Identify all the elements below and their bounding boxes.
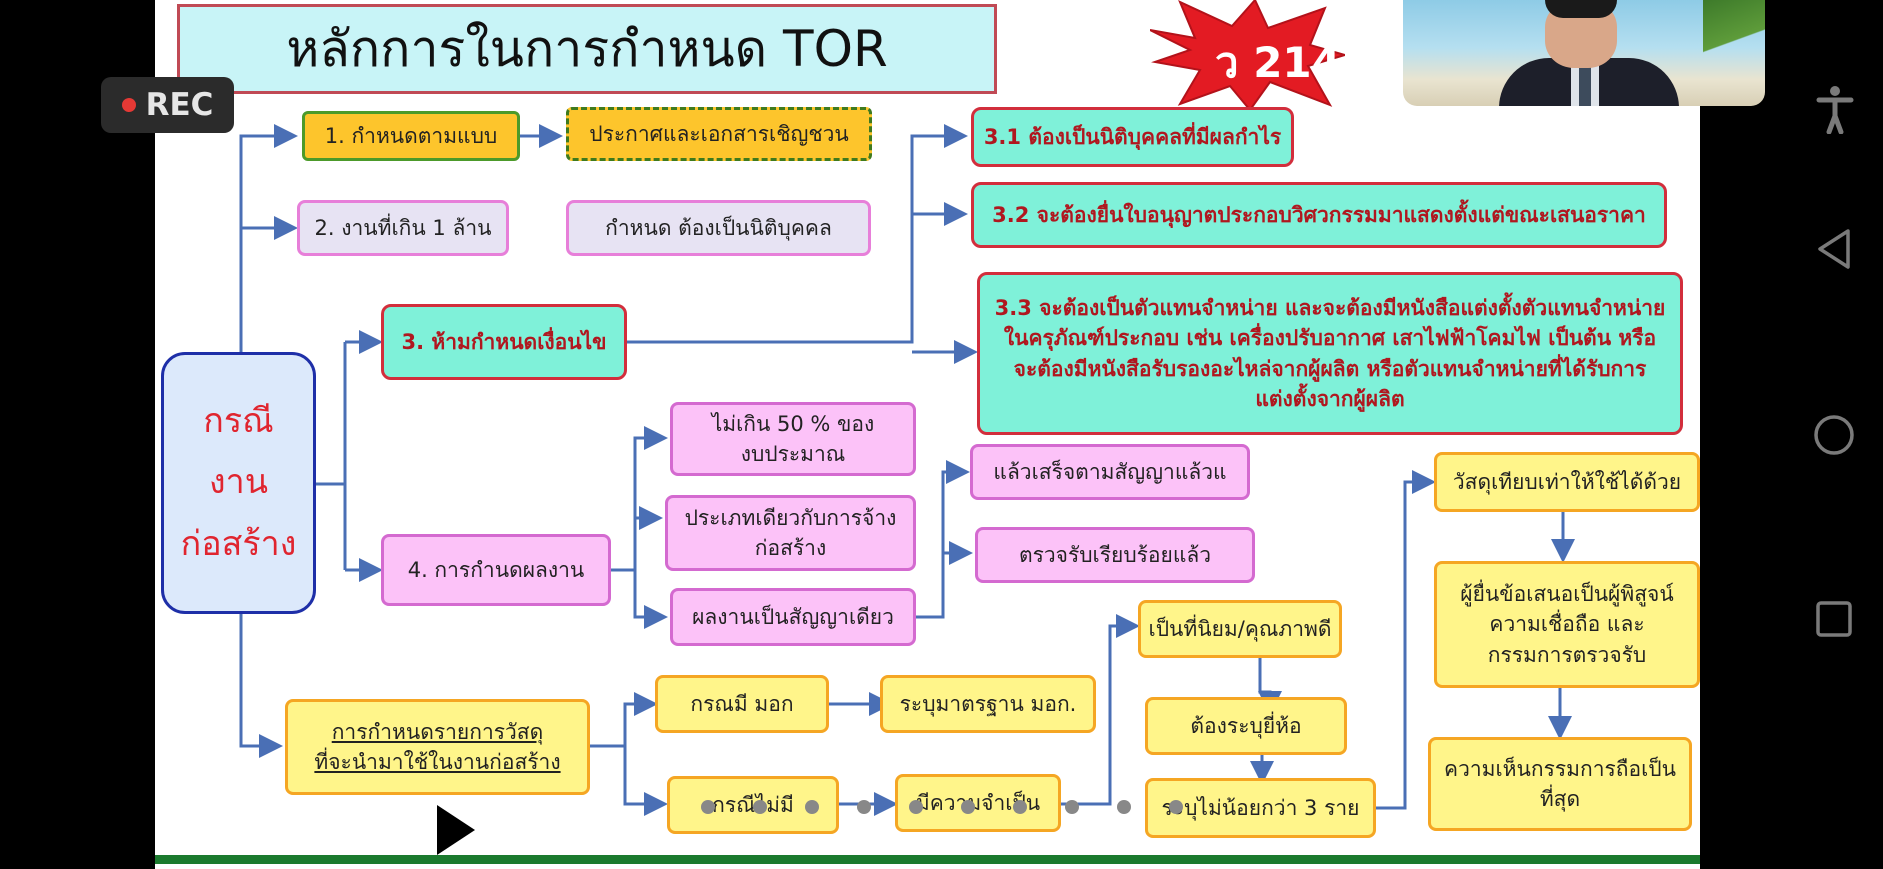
webcam-overlay [1403, 0, 1765, 106]
c33-line-3: จะต้องมีหนังสือรับรองอะไหล่จากผู้ผลิต หร… [1013, 356, 1647, 381]
juristic-person-box: กำหนด ต้องเป็นนิติบุคคล [566, 200, 871, 256]
c33-line-1: 3.3 จะต้องเป็นตัวแทนจำหน่าย และจะต้องมีห… [994, 295, 1666, 320]
condition-3-1-box: 3.1 ต้องเป็นนิติบุคคลที่มีผลกำไร [971, 107, 1294, 167]
pager-dot[interactable] [909, 800, 923, 814]
m-line-1: การกำหนดรายการวัสดุ [331, 719, 544, 744]
pager-dot[interactable] [1013, 800, 1027, 814]
c33-line-4: แต่งตั้งจากผู้ผลิต [1255, 386, 1405, 411]
f-line-2: ที่สุด [1539, 787, 1581, 811]
final-opinion-box: ความเห็นกรรมการถือเป็น ที่สุด [1428, 737, 1692, 831]
back-icon[interactable] [1816, 227, 1852, 271]
presenter-hair [1545, 0, 1617, 18]
budget-limit-box: ไม่เกิน 50 % ของ งบประมาณ [670, 402, 916, 476]
record-dot-icon [121, 98, 136, 112]
popular-quality-box: เป็นที่นิยม/คุณภาพดี [1138, 600, 1342, 658]
rule-2-box: 2. งานที่เกิน 1 ล้าน [297, 200, 509, 256]
condition-3-3-box: 3.3 จะต้องเป็นตัวแทนจำหน่าย และจะต้องมีห… [977, 272, 1683, 435]
completed-contract-box: แล้วเสร็จตามสัญญาแล้วแ [970, 444, 1250, 500]
p-line-2: ความเชื่อถือ และ [1489, 612, 1645, 637]
condition-3-2-box: 3.2 จะต้องยื่นใบอนุญาตประกอบวิศวกรรมมาแส… [971, 182, 1667, 248]
has-tis-box: กรณมี มอก [655, 675, 829, 733]
construction-case-box: กรณี งาน ก่อสร้าง [161, 352, 316, 614]
announcement-box: ประกาศและเอกสารเชิญชวน [566, 107, 872, 161]
accessibility-icon[interactable] [1815, 84, 1855, 134]
c33-line-2: ในครุภัณฑ์ประกอบ เช่น เครื่องปรับอากาศ เ… [1003, 326, 1657, 351]
pager-dot[interactable] [753, 800, 767, 814]
w1-line-2: งบประมาณ [740, 442, 846, 466]
case-line-3: ก่อสร้าง [180, 523, 297, 564]
material-spec-box: การกำหนดรายการวัสดุ ที่จะนำมาใช้ในงานก่อ… [285, 699, 590, 795]
slide-title: หลักการในการกำหนด TOR [177, 4, 997, 94]
same-type-box: ประเภทเดียวกับการจ้าง ก่อสร้าง [665, 495, 916, 571]
rule-4-box: 4. การกำนดผลงาน [381, 534, 611, 606]
inspected-box: ตรวจรับเรียบร้อยแล้ว [975, 527, 1255, 583]
w1-line-1: ไม่เกิน 50 % ของ [711, 411, 875, 436]
connector-lines [239, 124, 1575, 816]
w2-line-2: ก่อสร้าง [754, 536, 827, 560]
rule-1-box: 1. กำหนดตามแบบ [302, 111, 520, 161]
equivalent-box: วัสดุเทียบเท่าให้ใช้ได้ด้วย [1434, 452, 1700, 512]
rec-label: REC [145, 87, 214, 123]
pager-dot[interactable] [1117, 800, 1131, 814]
necessary-box: มีความจำเป็น [895, 774, 1061, 832]
slide-footer-bar [155, 855, 1700, 864]
pager-dot[interactable] [961, 800, 975, 814]
home-icon[interactable] [1813, 414, 1855, 456]
recording-indicator: REC [101, 77, 234, 133]
presentation-slide: หลักการในการกำหนด TOR ว 214 กรณี งาน ก่อ… [155, 0, 1700, 869]
specify-brand-box: ต้องระบุยี่ห้อ [1145, 697, 1347, 755]
pager-dot[interactable] [805, 800, 819, 814]
f-line-1: ความเห็นกรรมการถือเป็น [1444, 756, 1676, 781]
pager-dot[interactable] [1065, 800, 1079, 814]
three-brands-box: ระบุไม่น้อยกว่า 3 ราย [1145, 778, 1376, 838]
badge-text: ว 214 [1215, 38, 1341, 87]
palm-tree [1703, 0, 1765, 106]
recents-icon[interactable] [1815, 600, 1853, 638]
prover-box: ผู้ยื่นข้อเสนอเป็นผู้พิสูจน์ ความเชื่อถื… [1434, 561, 1700, 688]
pager-dot[interactable] [701, 800, 715, 814]
m-line-2: ที่จะนำมาใช้ในงานก่อสร้าง [314, 750, 561, 774]
tis-standard-box: ระบุมาตรฐาน มอก. [880, 675, 1096, 733]
play-icon[interactable] [437, 805, 475, 855]
presenter-tie [1579, 62, 1591, 106]
pager-dot[interactable] [857, 800, 871, 814]
case-line-2: งาน [209, 462, 268, 503]
p-line-3: กรรมการตรวจรับ [1487, 642, 1647, 667]
p-line-1: ผู้ยื่นข้อเสนอเป็นผู้พิสูจน์ [1460, 581, 1674, 606]
single-contract-box: ผลงานเป็นสัญญาเดียว [670, 588, 916, 646]
slide-pager-dots [701, 800, 1183, 814]
pager-dot[interactable] [1169, 800, 1183, 814]
case-line-1: กรณี [203, 401, 274, 442]
starburst-badge [1150, 0, 1345, 110]
w2-line-1: ประเภทเดียวกับการจ้าง [684, 505, 897, 530]
rule-3-box: 3. ห้ามกำหนดเงื่อนไข [381, 304, 627, 380]
